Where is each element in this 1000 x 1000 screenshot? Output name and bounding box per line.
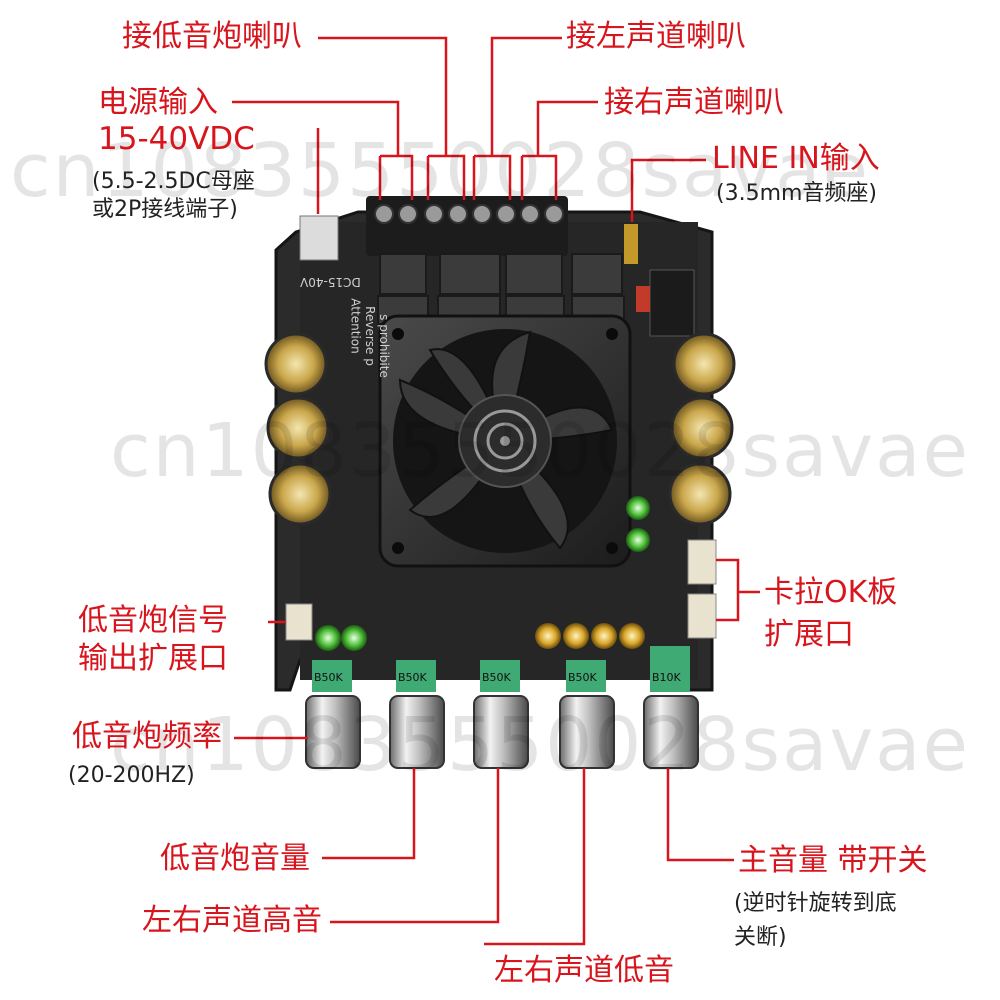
label-power-input: 电源输入 [98, 85, 218, 120]
label-sub-signal-1: 低音炮信号 [78, 603, 228, 638]
cooling-fan [378, 314, 632, 568]
label-karaoke-1: 卡拉OK板 [764, 575, 898, 610]
label-sub-signal-2: 输出扩展口 [78, 641, 228, 676]
status-led [636, 286, 650, 312]
label-master-note-2: 关断) [734, 925, 787, 950]
label-line-in: LINE IN输入 [712, 141, 880, 176]
label-power-note-1: (5.5-2.5DC母座 [92, 169, 255, 194]
speaker-terminal-block [366, 196, 568, 256]
label-sub-volume: 低音炮音量 [160, 841, 310, 876]
label-karaoke-2: 扩展口 [764, 617, 854, 652]
dc-jack [299, 215, 339, 261]
label-master-note-1: (逆时针旋转到底 [734, 891, 897, 916]
callout-lines [232, 36, 760, 946]
knob-label-4: B50K [568, 671, 597, 684]
label-power-note-2: 或2P接线端子) [92, 197, 238, 222]
board-dc-text: DC15-40V [300, 275, 361, 289]
knobs [305, 695, 699, 769]
audio-jack [624, 224, 638, 264]
knob-label-2: B50K [398, 671, 427, 684]
small-capacitors [535, 623, 645, 649]
karaoke-connector-2 [687, 593, 717, 639]
capacitors-left [264, 332, 332, 526]
label-master-volume: 主音量 带开关 [738, 843, 928, 878]
knob-label-1: B50K [314, 671, 343, 684]
capacitors-right [668, 332, 736, 526]
label-bass: 左右声道低音 [494, 953, 674, 988]
inductors [377, 253, 625, 325]
label-treble: 左右声道高音 [142, 903, 322, 938]
label-power-voltage: 15-40VDC [98, 121, 255, 157]
watermark-middle: cn10835550028savae [110, 408, 971, 494]
label-sub-frequency: 低音炮频率 [72, 719, 222, 754]
board-warning-3: s prohibite [376, 314, 391, 378]
sub-signal-connector [285, 603, 313, 641]
knob-label-3: B50K [482, 671, 511, 684]
bluetooth-module [649, 269, 695, 337]
potentiometers [312, 646, 690, 692]
karaoke-connector-1 [687, 539, 717, 585]
label-line-in-note: (3.5mm音频座) [716, 181, 878, 206]
label-right-speaker: 接右声道喇叭 [604, 85, 784, 120]
green-capacitors [315, 496, 650, 651]
label-sub-frequency-range: (20-200HZ) [68, 763, 195, 788]
watermark-top: cn10835550028savae [10, 128, 871, 214]
knob-label-5: B10K [652, 671, 681, 684]
watermark-bottom: cn10835550028savae [110, 702, 971, 788]
label-subwoofer-speaker: 接低音炮喇叭 [122, 19, 302, 54]
label-left-speaker: 接左声道喇叭 [566, 19, 746, 54]
